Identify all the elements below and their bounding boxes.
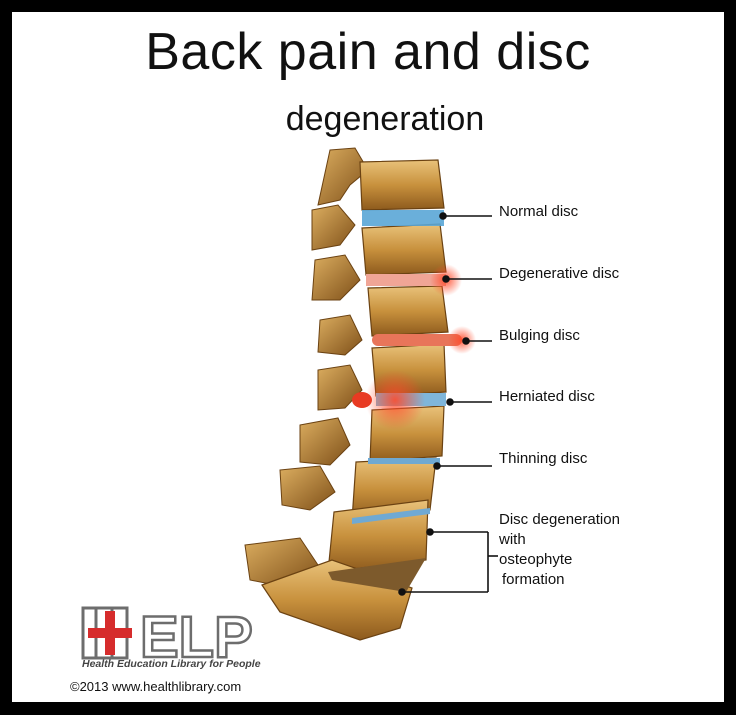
copyright: ©2013 www.healthlibrary.com	[70, 679, 242, 694]
label-normal-disc: Normal disc	[499, 203, 579, 220]
label-osteophyte-line4: formation	[502, 571, 565, 588]
label-osteophyte-line1: Disc degeneration	[499, 511, 620, 528]
label-osteophyte-line2: with	[499, 531, 526, 548]
label-bulging-disc: Bulging disc	[499, 327, 580, 344]
label-osteophyte: Disc degeneration with osteophyte format…	[499, 510, 620, 590]
label-herniated-disc: Herniated disc	[499, 388, 595, 405]
leader-lines	[398, 212, 498, 596]
medical-cross-icon	[88, 611, 132, 655]
intervertebral-discs	[328, 210, 476, 592]
label-thinning-disc: Thinning disc	[499, 450, 588, 467]
logo-tagline: Health Education Library for People	[82, 658, 261, 670]
page-subtitle: degeneration	[285, 100, 485, 138]
help-logo-text: ELP	[140, 605, 253, 667]
label-degenerative-disc: Degenerative disc	[499, 265, 620, 282]
label-osteophyte-line3: osteophyte	[499, 551, 573, 568]
page-title: Back pain and disc	[145, 23, 591, 81]
help-logo: ELP	[81, 605, 254, 667]
